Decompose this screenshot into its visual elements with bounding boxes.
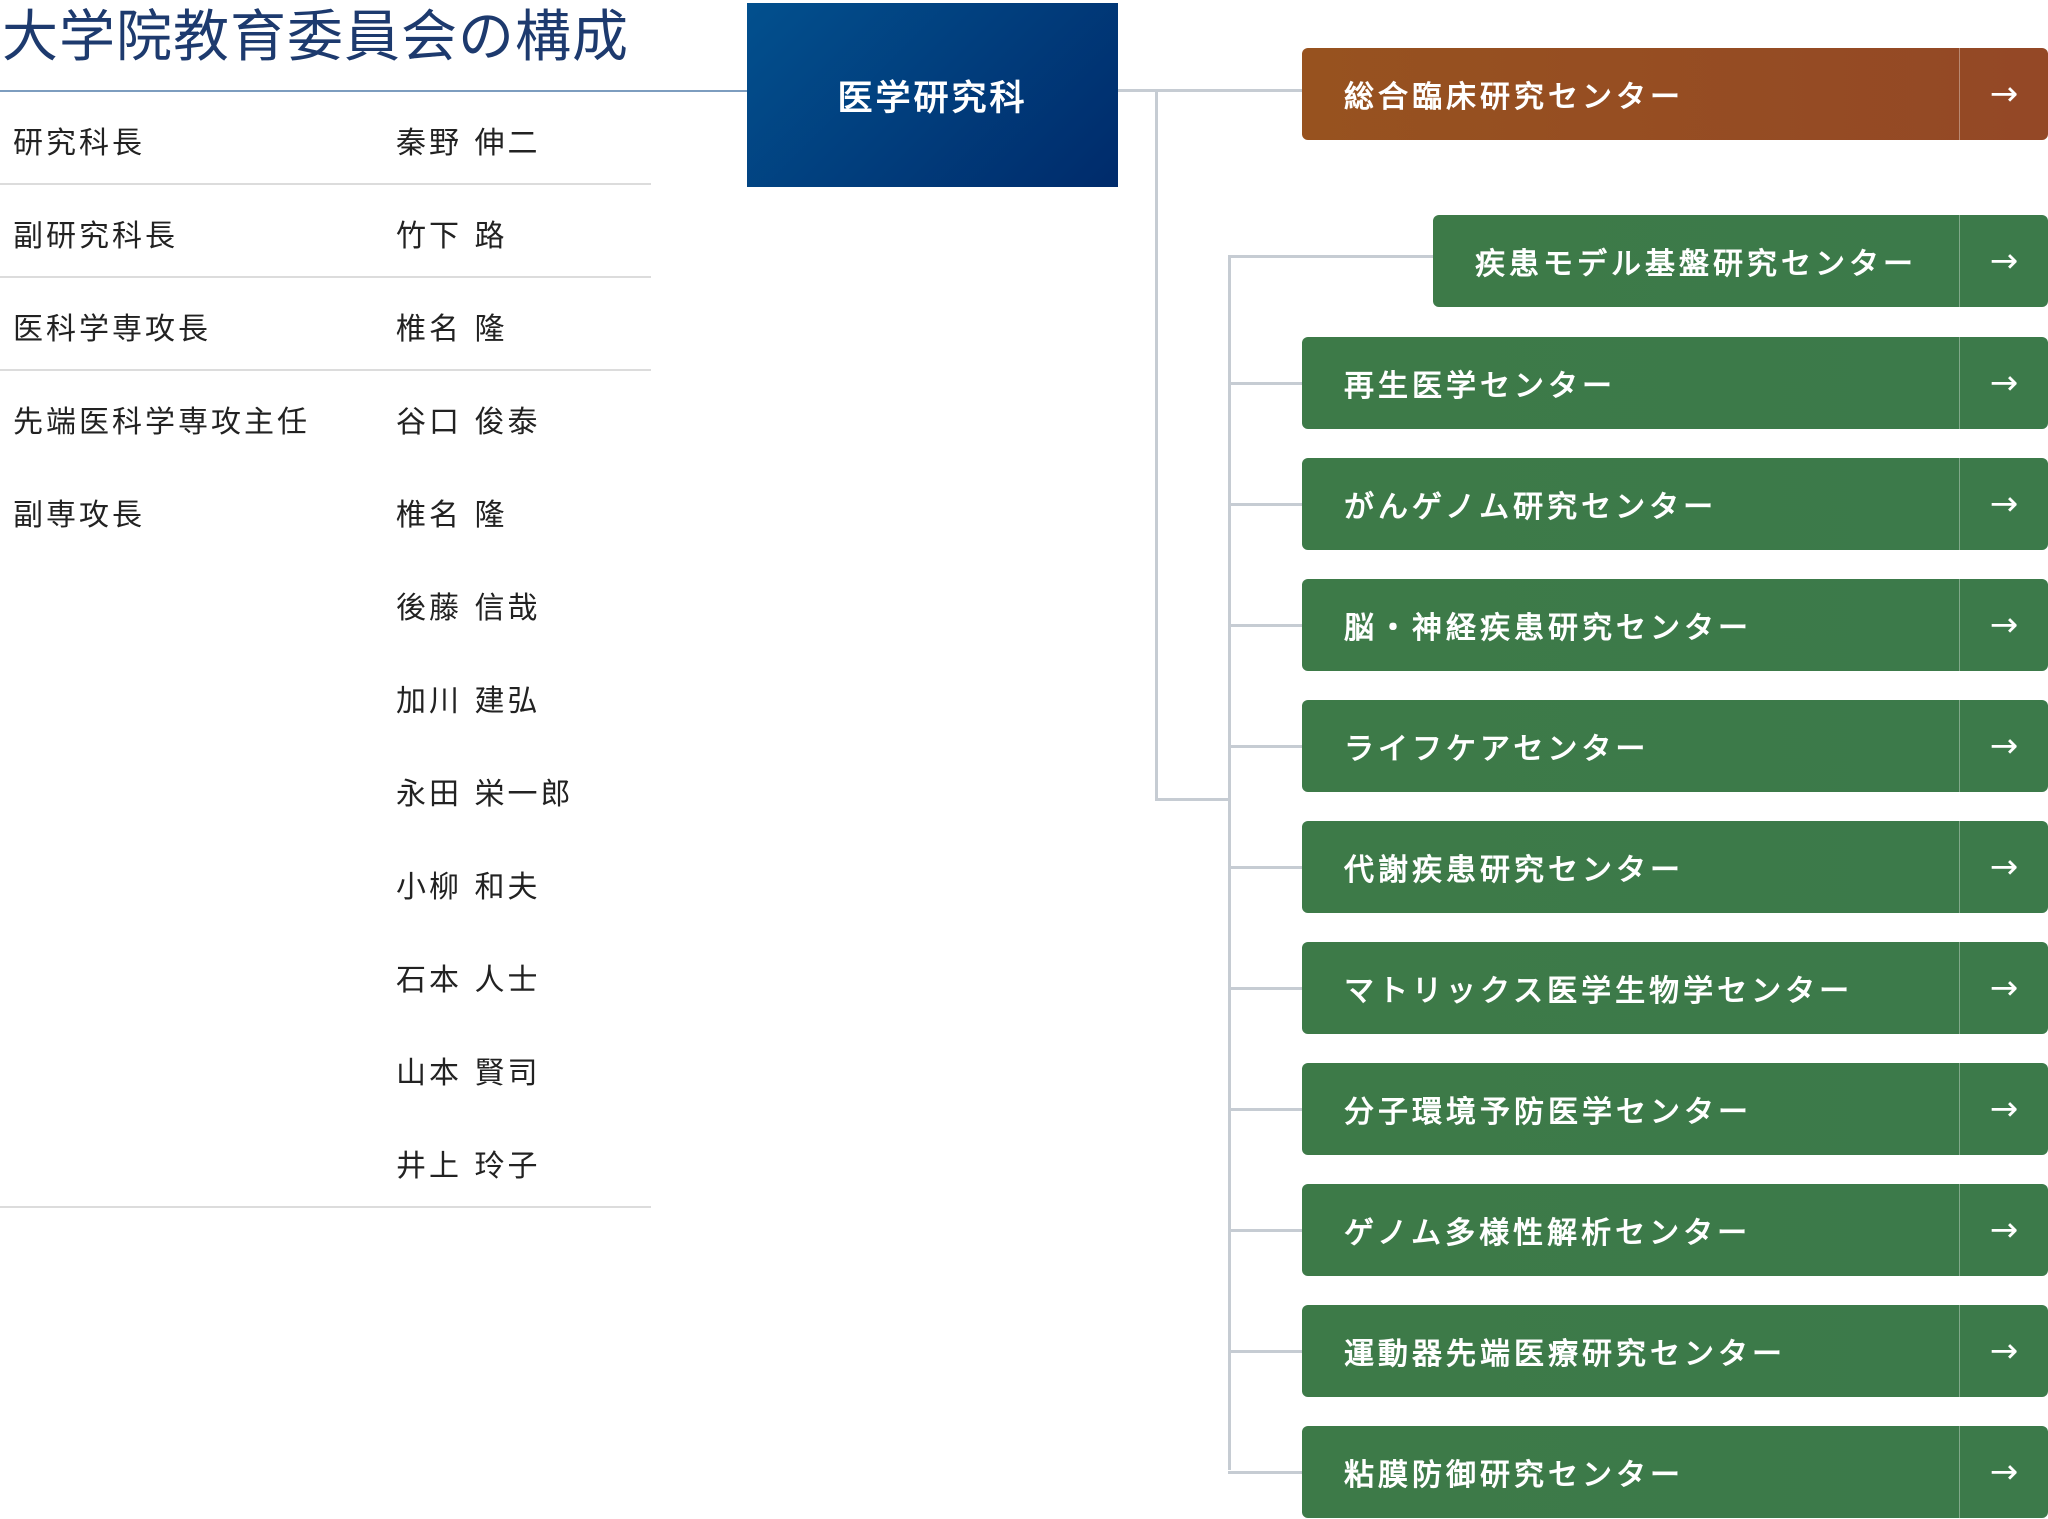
table-row: 研究科長 秦野 伸二 [0, 92, 651, 185]
member-name: 山本 賢司 [396, 1056, 541, 1091]
center-label: がんゲノム研究センター [1344, 490, 1718, 525]
center-button[interactable]: ライフケアセンター → [1302, 700, 2048, 792]
center-button[interactable]: 分子環境予防医学センター → [1302, 1063, 2048, 1155]
center-button[interactable]: 再生医学センター → [1302, 337, 2048, 429]
center-label: 粘膜防御研究センター [1344, 1458, 1684, 1493]
connector [1228, 1229, 1302, 1232]
table-row: 加川 建弘 [0, 650, 651, 743]
connector [1228, 382, 1302, 385]
center-label: 再生医学センター [1344, 369, 1616, 404]
arrow-right-icon: → [1959, 579, 2048, 671]
table-row: 山本 賢司 [0, 1022, 651, 1115]
role-label: 医科学専攻長 [13, 312, 211, 347]
table-row: 医科学専攻長 椎名 隆 [0, 278, 651, 371]
member-name: 石本 人士 [396, 963, 541, 998]
connector [1228, 745, 1302, 748]
arrow-right-icon: → [1959, 48, 2048, 140]
member-name: 小柳 和夫 [396, 870, 541, 905]
member-name: 永田 栄一郎 [396, 777, 574, 812]
member-name: 秦野 伸二 [396, 126, 541, 161]
center-button[interactable]: マトリックス医学生物学センター → [1302, 942, 2048, 1034]
role-label: 研究科長 [13, 126, 145, 161]
center-button[interactable]: 粘膜防御研究センター → [1302, 1426, 2048, 1518]
arrow-right-icon: → [1959, 821, 2048, 913]
member-name: 竹下 路 [396, 219, 508, 254]
center-label: 運動器先端医療研究センター [1344, 1337, 1786, 1372]
connector [1155, 89, 1158, 801]
center-button[interactable]: 脳・神経疾患研究センター → [1302, 579, 2048, 671]
role-label: 副研究科長 [13, 219, 178, 254]
committee-table: 研究科長秦野 伸二副研究科長竹下 路医科学専攻長椎名 隆先端医科学専攻主任谷口 … [0, 92, 651, 1208]
center-label: 代謝疾患研究センター [1344, 853, 1684, 888]
arrow-right-icon: → [1959, 1063, 2048, 1155]
connector [1228, 624, 1302, 627]
arrow-right-icon: → [1959, 1305, 2048, 1397]
connector [1228, 1350, 1302, 1353]
department-label: 医学研究科 [837, 78, 1028, 119]
table-row: 副研究科長 竹下 路 [0, 185, 651, 278]
title-rule [0, 90, 747, 92]
connector [1228, 1108, 1302, 1111]
arrow-right-icon: → [1959, 458, 2048, 550]
table-row: 後藤 信哉 [0, 557, 651, 650]
table-row: 先端医科学専攻主任 谷口 俊泰 [0, 371, 651, 464]
table-row: 永田 栄一郎 [0, 743, 651, 836]
connector [1228, 503, 1302, 506]
center-label: ゲノム多様性解析センター [1344, 1216, 1752, 1251]
member-name: 谷口 俊泰 [396, 405, 541, 440]
table-row: 副専攻長 椎名 隆 [0, 464, 651, 557]
role-label: 先端医科学専攻主任 [13, 405, 310, 440]
connector [1228, 255, 1433, 258]
connector [1228, 987, 1302, 990]
center-button[interactable]: 運動器先端医療研究センター → [1302, 1305, 2048, 1397]
center-button[interactable]: 代謝疾患研究センター → [1302, 821, 2048, 913]
table-row: 井上 玲子 [0, 1115, 651, 1208]
center-label: ライフケアセンター [1344, 732, 1650, 767]
center-label: 脳・神経疾患研究センター [1344, 611, 1752, 646]
member-name: 椎名 隆 [396, 312, 508, 347]
arrow-right-icon: → [1959, 215, 2048, 307]
arrow-right-icon: → [1959, 1426, 2048, 1518]
department-box: 医学研究科 [747, 3, 1118, 187]
connector [1228, 1471, 1302, 1474]
member-name: 加川 建弘 [396, 684, 541, 719]
center-label: 分子環境予防医学センター [1344, 1095, 1752, 1130]
role-label: 副専攻長 [13, 498, 145, 533]
arrow-right-icon: → [1959, 942, 2048, 1034]
member-name: 後藤 信哉 [396, 591, 541, 626]
center-label: 疾患モデル基盤研究センター [1475, 247, 1917, 282]
center-label: マトリックス医学生物学センター [1344, 974, 1854, 1009]
connector [1228, 866, 1302, 869]
table-row: 小柳 和夫 [0, 836, 651, 929]
arrow-right-icon: → [1959, 337, 2048, 429]
arrow-right-icon: → [1959, 1184, 2048, 1276]
member-name: 椎名 隆 [396, 498, 508, 533]
center-button[interactable]: がんゲノム研究センター → [1302, 458, 2048, 550]
table-row: 石本 人士 [0, 929, 651, 1022]
connector [1118, 89, 1302, 92]
member-name: 井上 玲子 [396, 1149, 541, 1184]
arrow-right-icon: → [1959, 700, 2048, 792]
center-button-disease-model[interactable]: 疾患モデル基盤研究センター → [1433, 215, 2048, 307]
center-label: 総合臨床研究センター [1344, 80, 1684, 115]
page-title: 大学院教育委員会の構成 [2, 5, 629, 70]
connector [1228, 255, 1231, 1470]
center-button[interactable]: ゲノム多様性解析センター → [1302, 1184, 2048, 1276]
center-button-clinical-research[interactable]: 総合臨床研究センター → [1302, 48, 2048, 140]
connector [1155, 798, 1230, 801]
